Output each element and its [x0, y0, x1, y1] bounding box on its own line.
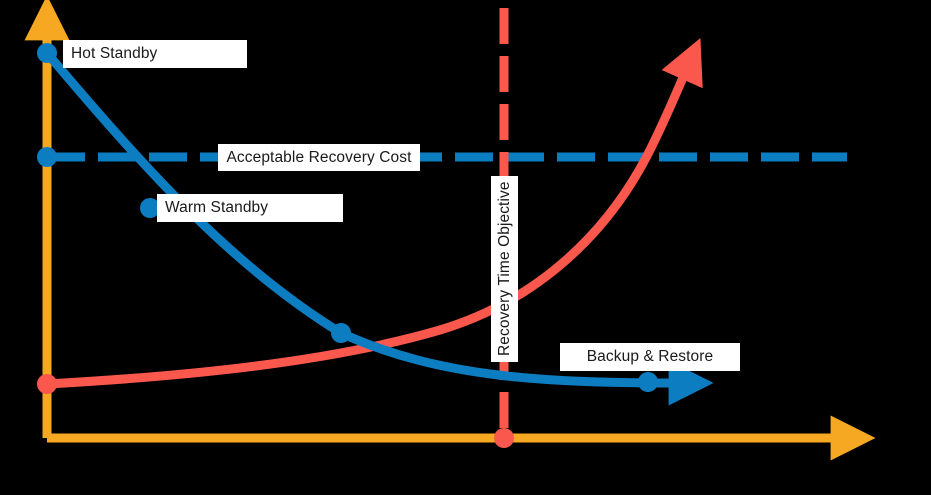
axes-group	[24, 0, 876, 461]
marker-rto-axis	[494, 428, 514, 448]
recovery-cost-curve	[42, 48, 714, 406]
annotation-acceptable-recovery-cost: Acceptable Recovery Cost	[218, 144, 420, 171]
annotation-backup-restore: Backup & Restore	[560, 343, 740, 371]
marker-hot-standby	[37, 43, 57, 63]
downtime-cost-curve	[42, 38, 703, 389]
annotation-warm-standby: Warm Standby	[157, 194, 343, 222]
marker-backup-restore	[638, 372, 658, 392]
marker-midpoint	[331, 323, 351, 343]
annotation-hot-standby: Hot Standby	[63, 40, 247, 68]
annotation-recovery-time-objective: Recovery Time Objective	[491, 176, 518, 362]
marker-warm-standby	[140, 198, 160, 218]
marker-acceptable-recovery-cost	[37, 147, 57, 167]
marker-downtime-origin	[37, 374, 57, 394]
data-point-markers	[37, 43, 658, 448]
